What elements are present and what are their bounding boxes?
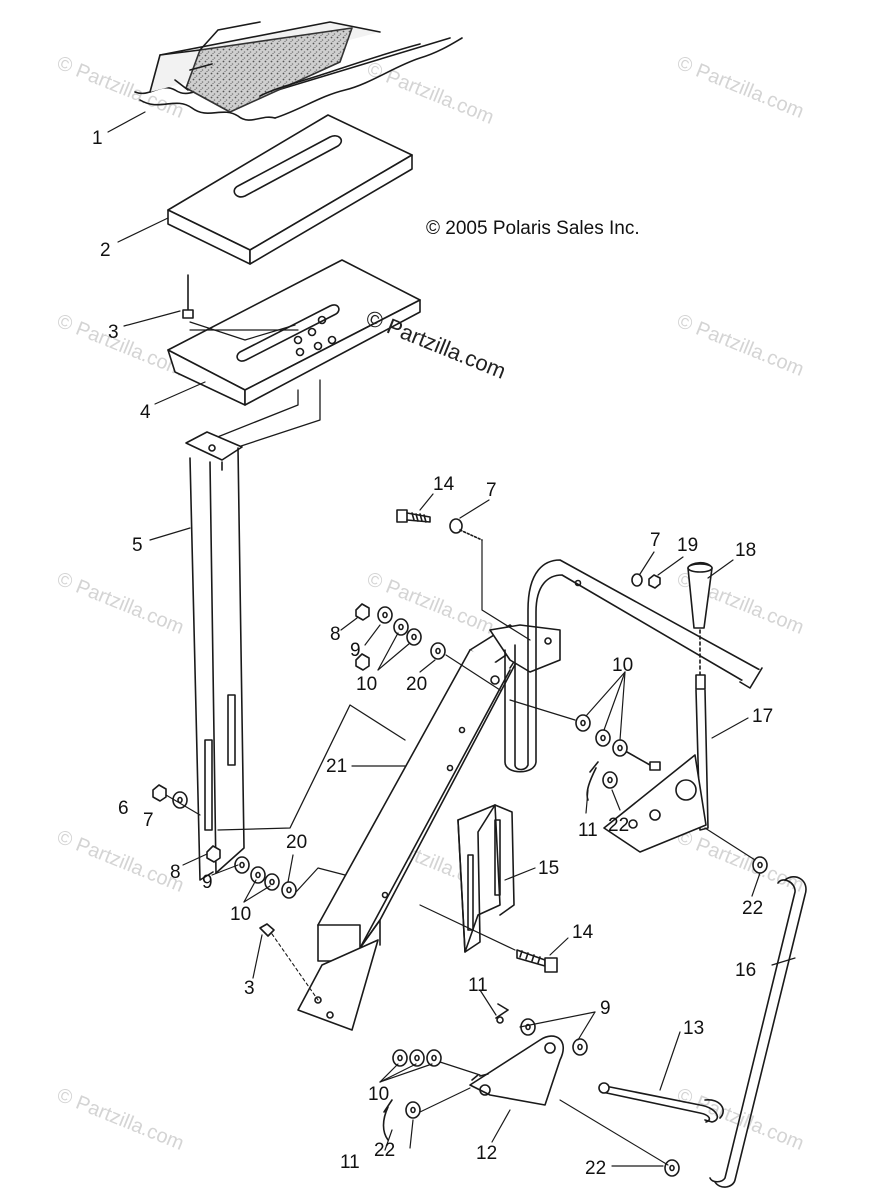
part-14-bolt-top	[396, 509, 483, 541]
callout-label: 15	[538, 858, 560, 879]
callout-label: 1	[92, 128, 103, 149]
callout-label: 19	[677, 535, 699, 556]
callout-label: 10	[612, 655, 634, 676]
callout-label: 14	[433, 474, 455, 495]
part-11-pin	[586, 761, 618, 801]
part-13-link-rod	[598, 1082, 724, 1123]
part-21-support-tube	[297, 624, 561, 1031]
part-18-knob	[687, 561, 713, 629]
washer-22-right	[559, 827, 768, 1177]
part-handlebar	[481, 539, 763, 773]
callout-label: 21	[326, 756, 348, 777]
callout-label: 20	[406, 674, 428, 695]
part-1-seat-cover	[134, 21, 463, 121]
part-11-22-bottom	[382, 1087, 471, 1141]
callout-label: 3	[244, 978, 255, 999]
callout-label: 20	[286, 832, 308, 853]
part-2-pad	[167, 114, 413, 265]
callout-label: 3	[108, 322, 119, 343]
part-16-rod	[709, 876, 807, 1188]
callout-leaders	[107, 111, 796, 1167]
part-14-bolt-bottom	[419, 904, 558, 973]
callout-label: 5	[132, 535, 143, 556]
copyright-notice: © 2005 Polaris Sales Inc.	[426, 218, 640, 239]
callout-label: 11	[578, 820, 598, 841]
part-5-column	[185, 431, 245, 881]
part-15-bracket	[457, 804, 515, 953]
part-12-bracket	[469, 1035, 564, 1106]
callout-label: 7	[486, 480, 497, 501]
callout-label: 22	[608, 815, 630, 836]
lower-left-washers	[206, 845, 346, 899]
part-3-bolt	[182, 274, 299, 341]
callout-label: 10	[368, 1084, 390, 1105]
washer-9-lower	[572, 1038, 588, 1056]
callout-label: 11	[468, 975, 488, 996]
callout-label: 22	[742, 898, 764, 919]
callout-label: 10	[230, 904, 252, 925]
upper-washers	[355, 603, 501, 691]
callout-label: 9	[350, 640, 361, 661]
callout-label: 9	[202, 872, 213, 893]
callout-label: 2	[100, 240, 111, 261]
callout-label: 22	[374, 1140, 396, 1161]
part-6-nut	[152, 784, 201, 816]
callout-label: 7	[143, 810, 154, 831]
callout-label: 12	[476, 1143, 498, 1164]
callout-label: 8	[330, 624, 341, 645]
callout-label: 6	[118, 798, 129, 819]
callout-label: 14	[572, 922, 594, 943]
callout-label: 10	[356, 674, 378, 695]
callout-label: 22	[585, 1158, 607, 1179]
callout-label: 18	[735, 540, 757, 561]
callout-label: 4	[140, 402, 151, 423]
callout-label: 16	[735, 960, 757, 981]
callout-label: 13	[683, 1018, 705, 1039]
right-washers	[509, 699, 661, 771]
callout-label: 11	[340, 1152, 360, 1173]
part-19-nut	[631, 573, 661, 589]
part-11-pin-middle	[495, 1003, 536, 1036]
callout-label: 9	[600, 998, 611, 1019]
part-17-lever	[603, 629, 709, 853]
callout-label: 17	[752, 706, 774, 727]
callout-label: 8	[170, 862, 181, 883]
leader-lines	[217, 704, 406, 831]
part-3-bolt-lower	[259, 923, 319, 1001]
callout-label: 7	[650, 530, 661, 551]
bottom-washers	[392, 1049, 481, 1076]
